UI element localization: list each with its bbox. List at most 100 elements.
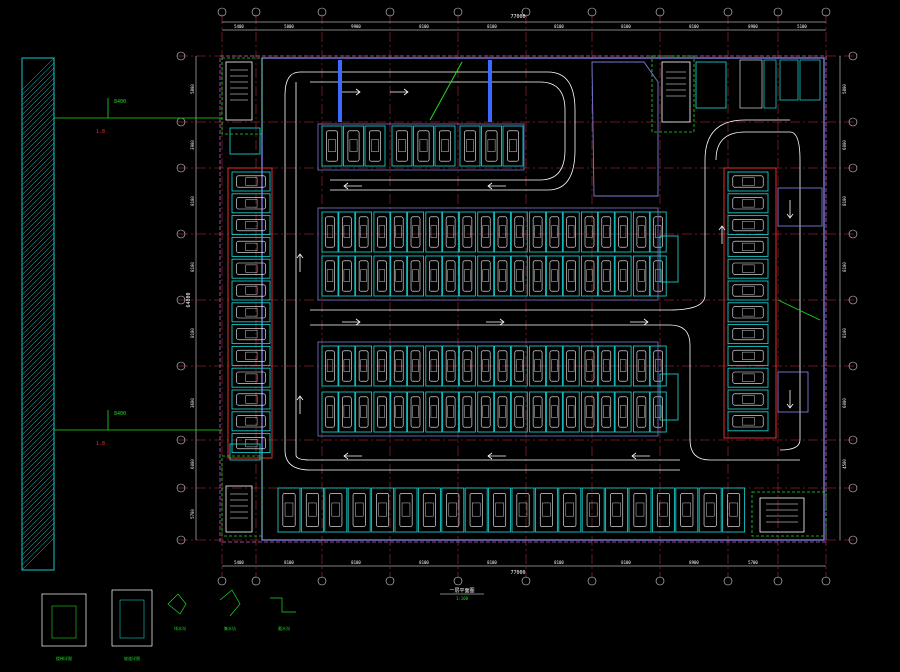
car-outline: [497, 260, 508, 292]
car-roof: [378, 405, 385, 418]
hatch-line: [21, 527, 55, 561]
parking-stall: [614, 211, 632, 253]
left-column-stall-bottom: [229, 443, 261, 461]
parking-stall: [632, 345, 650, 387]
hatch-line: [21, 147, 55, 181]
parking-stall: [347, 487, 371, 533]
car-roof: [245, 221, 258, 230]
car-outline: [342, 350, 352, 382]
car-outline: [236, 306, 266, 319]
parking-stall: [371, 487, 395, 533]
car-outline: [727, 492, 741, 528]
hatch-line: [21, 332, 55, 366]
car-outline: [445, 260, 456, 292]
hatch-line: [21, 82, 55, 116]
parking-stall: [407, 391, 424, 433]
car-outline: [429, 396, 439, 428]
side-elevation-hatch: [21, 57, 222, 571]
parking-stall: [390, 255, 408, 297]
parking-stall: [373, 255, 391, 297]
car-roof: [412, 405, 419, 418]
car-roof: [551, 269, 558, 282]
left-note-1-sub: 1.8: [96, 129, 105, 135]
car-roof: [568, 269, 575, 282]
parking-stall: [231, 367, 271, 388]
car-roof: [343, 405, 350, 418]
car-roof: [343, 269, 350, 282]
car-outline: [636, 396, 647, 428]
direction-arrow: [296, 395, 304, 414]
dim-label-left: 8100: [190, 328, 195, 338]
car-roof: [245, 308, 258, 317]
car-roof: [245, 351, 258, 360]
car-roof: [682, 502, 691, 517]
parking-stall: [355, 255, 373, 297]
car-roof: [326, 269, 334, 282]
car-roof: [464, 359, 471, 372]
car-roof: [499, 225, 506, 238]
hatch-line: [21, 272, 55, 306]
car-outline: [480, 216, 491, 248]
car-outline: [358, 260, 369, 292]
parking-stall: [581, 255, 598, 297]
plan-scale: 1:100: [456, 596, 469, 601]
car-outline: [236, 371, 266, 384]
grid-bubble-top: [821, 7, 831, 17]
parking-stall: [338, 211, 356, 253]
car-roof: [586, 225, 593, 238]
car-outline: [329, 492, 343, 528]
car-outline: [601, 396, 612, 428]
parking-stall: [231, 280, 271, 301]
hatch-line: [21, 237, 55, 271]
left-note-1: 8400: [114, 99, 126, 105]
parking-stall: [321, 125, 343, 167]
car-roof: [568, 405, 575, 418]
hatch-line: [21, 422, 55, 456]
parking-stall: [597, 211, 615, 253]
hatch-line: [21, 472, 55, 506]
car-roof: [534, 405, 541, 418]
hatch-line: [21, 132, 55, 166]
parking-stall: [510, 211, 528, 253]
car-roof: [447, 405, 454, 418]
parking-stall: [231, 302, 271, 323]
car-roof: [516, 359, 523, 372]
hatch-line: [21, 217, 55, 251]
car-roof: [464, 269, 471, 282]
car-outline: [422, 492, 436, 528]
hatch-line: [21, 517, 55, 551]
hatch-line: [21, 452, 55, 486]
parking-stall: [390, 345, 408, 387]
hatch-line: [21, 117, 55, 151]
right-stall-column: [659, 167, 777, 439]
grid-bubble-left: [176, 435, 186, 445]
grid-bubble-top: [521, 7, 531, 17]
car-outline: [342, 396, 352, 428]
hatch-line: [21, 157, 55, 191]
overall-dimension-top: 77000: [510, 14, 525, 20]
hatch-line: [21, 292, 55, 326]
hatch-line: [21, 502, 55, 536]
car-roof: [349, 139, 358, 152]
parking-stall: [545, 255, 563, 297]
car-outline: [636, 216, 647, 248]
parking-stall: [727, 411, 769, 432]
parking-stall: [338, 255, 356, 297]
car-roof: [638, 359, 645, 372]
car-roof: [245, 373, 258, 382]
parking-stall: [425, 391, 443, 433]
parking-stall: [425, 345, 443, 387]
car-roof: [308, 502, 317, 517]
drive-aisle-tracks: [284, 71, 801, 471]
parking-stall: [632, 255, 650, 297]
grid-bubble-left: [176, 483, 186, 493]
hatch-line: [21, 512, 55, 546]
parking-stall: [511, 487, 535, 533]
dim-label-right: 6000: [842, 398, 847, 408]
detail-label-2: 坡道详图: [124, 655, 140, 661]
parking-stall: [413, 125, 434, 167]
parking-stall: [231, 258, 271, 279]
hatch-line: [21, 507, 55, 541]
hatch-line: [21, 482, 55, 516]
car-outline: [439, 130, 451, 162]
